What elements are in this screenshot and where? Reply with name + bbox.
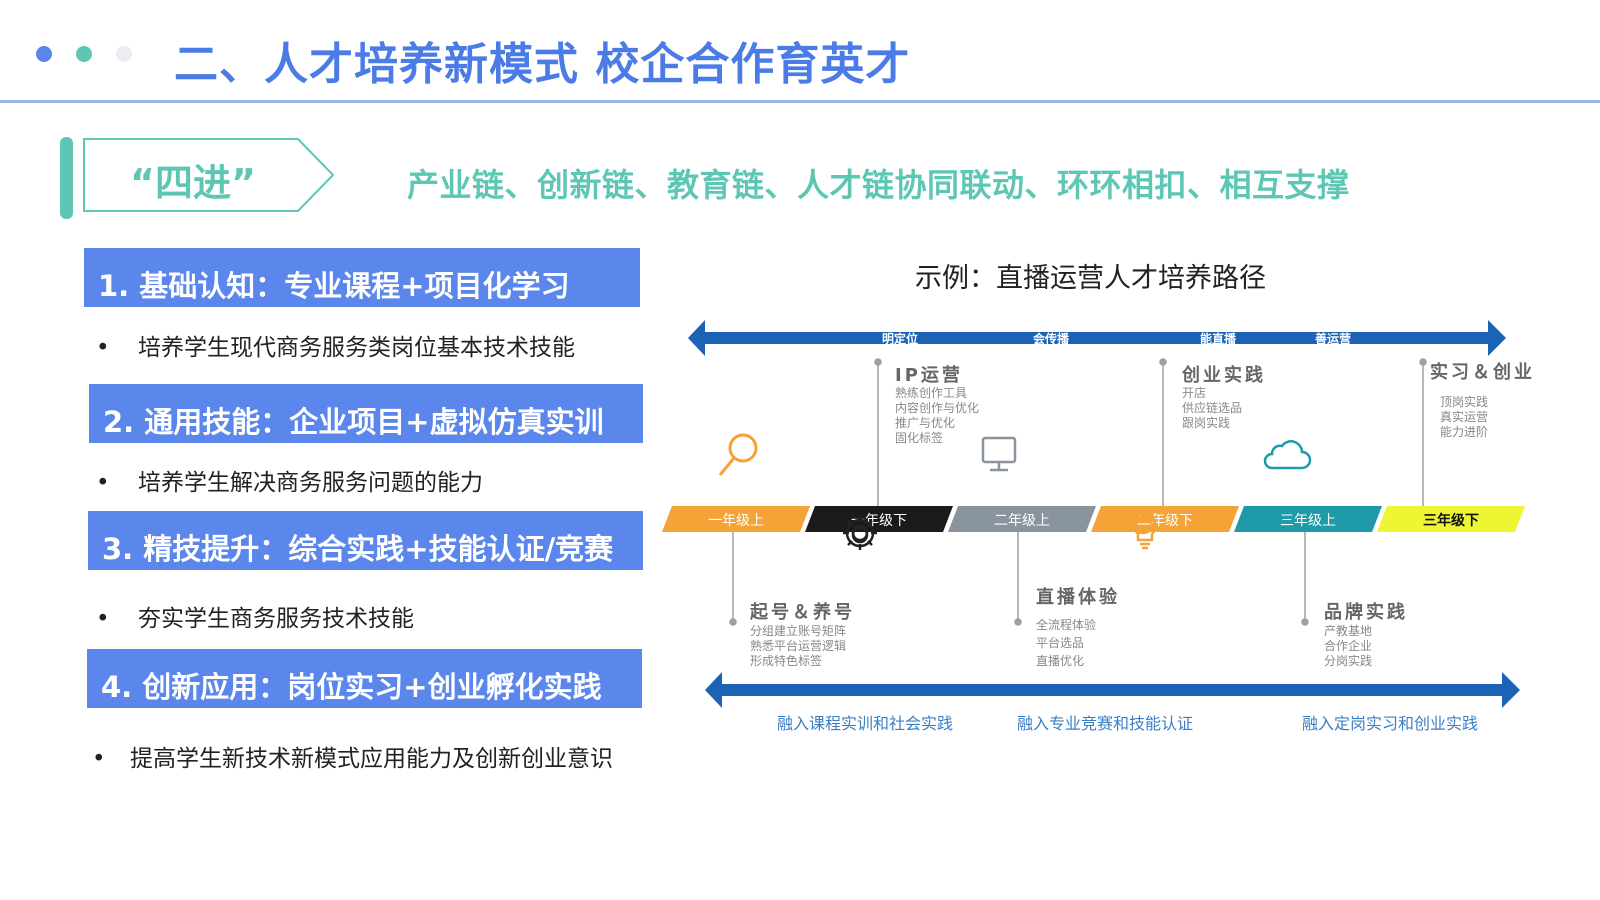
section-heading-3: 3. 精技提升：综合实践+技能认证/竞赛 — [88, 511, 643, 570]
stage-item: 能力进阶 — [1440, 425, 1489, 439]
semester-label: 三年级下 — [1423, 512, 1479, 529]
stage-title-internship: 实习＆创业 — [1430, 362, 1535, 383]
stage-items-startup: 开店 供应链选品 跟岗实践 — [1182, 386, 1242, 431]
top-double-arrow — [688, 320, 1506, 356]
top-arrow-label: 能直播 — [1200, 331, 1237, 346]
stage-items-brand: 产教基地 合作企业 分岗实践 — [1324, 624, 1372, 669]
stage-item: 供应链选品 — [1182, 401, 1243, 415]
stage-item: 产教基地 — [1324, 624, 1373, 638]
stage-item: 直播优化 — [1036, 654, 1085, 668]
cloud-icon — [1263, 440, 1312, 470]
bullet-text: 夯实学生商务服务技术技能 — [138, 606, 414, 632]
stage-items-live: 全流程体验 平台选品 直播优化 — [1036, 618, 1096, 669]
magnifier-icon — [718, 433, 758, 476]
semester-block-4 — [1091, 506, 1239, 532]
linkage-subtitle: 产业链、创新链、教育链、人才链协同联动、环环相扣、相互支撑 — [407, 166, 1350, 204]
stage-items-internship: 顶岗实践 真实运营 能力进阶 — [1440, 395, 1488, 440]
monitor-icon — [981, 436, 1017, 472]
semester-label: 二年级上 — [994, 513, 1050, 529]
stage-item: 开店 — [1182, 386, 1207, 400]
bullet-mark: • — [92, 746, 106, 772]
bottom-label-internship: 融入定岗实习和创业实践 — [1302, 714, 1479, 733]
section-bullet-4: • 提高学生新技术新模式应用能力及创新创业意识 — [92, 739, 613, 773]
stage-title-ip: IP运营 — [895, 365, 963, 386]
bullet-text: 培养学生解决商务服务问题的能力 — [138, 470, 483, 496]
stage-item: 内容创作与优化 — [895, 401, 980, 415]
stage-item: 平台选品 — [1036, 636, 1085, 650]
stage-item: 顶岗实践 — [1440, 395, 1489, 409]
stage-item: 推广与优化 — [895, 416, 956, 430]
bullet-text: 提高学生新技术新模式应用能力及创新创业意识 — [130, 746, 613, 772]
upper-connectors — [874, 358, 1427, 506]
stage-item: 全流程体验 — [1036, 618, 1097, 632]
semester-label: 三年级上 — [1280, 513, 1336, 529]
semester-block-1 — [662, 506, 810, 532]
stage-item: 固化标签 — [895, 431, 944, 445]
title-divider — [0, 100, 1600, 103]
top-arrow-label: 明定位 — [882, 331, 918, 346]
decor-dot-2 — [76, 46, 92, 62]
semester-block-3 — [948, 506, 1096, 532]
bullet-mark: • — [96, 606, 110, 632]
gear-icon — [843, 516, 877, 550]
sijin-tag-label: “四进” — [130, 161, 256, 205]
stage-item: 分岗实践 — [1324, 654, 1373, 668]
section-bullet-2: • 培养学生解决商务服务问题的能力 — [96, 463, 483, 497]
semester-block-6 — [1377, 506, 1525, 532]
top-arrow-label: 善运营 — [1315, 331, 1351, 346]
stage-item: 合作企业 — [1324, 639, 1373, 653]
semester-block-2 — [805, 506, 953, 532]
semester-label: 一年级上 — [708, 513, 764, 529]
example-title: 示例：直播运营人才培养路径 — [915, 263, 1266, 294]
stage-item: 分组建立账号矩阵 — [750, 624, 847, 638]
stage-item: 跟岗实践 — [1182, 416, 1231, 430]
tag-arrow-shape — [83, 138, 335, 212]
lower-connectors — [729, 532, 1309, 626]
stage-title-brand: 品牌实践 — [1324, 602, 1408, 623]
stage-title-startup: 创业实践 — [1182, 365, 1266, 386]
accent-bar — [60, 137, 73, 219]
section-heading-2: 2. 通用技能：企业项目+虚拟仿真实训 — [89, 384, 643, 443]
stage-title-live: 直播体验 — [1036, 587, 1120, 608]
bullet-mark: • — [96, 470, 110, 496]
section-bullet-1: • 培养学生现代商务服务类岗位基本技术技能 — [96, 328, 575, 362]
decor-dot-3 — [116, 46, 132, 62]
bullet-mark: • — [96, 335, 110, 361]
lightbulb-icon — [1133, 513, 1157, 550]
bottom-double-arrow — [705, 672, 1520, 708]
bullet-text: 培养学生现代商务服务类岗位基本技术技能 — [138, 335, 575, 361]
stage-item: 真实运营 — [1440, 410, 1489, 424]
top-arrow-label: 会传播 — [1033, 331, 1070, 346]
talent-path-diagram: 明定位 会传播 能直播 善运营 一年级上 一年级下 二年级上 二年级下 三年级上… — [662, 320, 1525, 708]
section-heading-1: 1. 基础认知：专业课程+项目化学习 — [84, 248, 640, 307]
stage-item: 熟练创作工具 — [895, 386, 968, 400]
bottom-label-courses: 融入课程实训和社会实践 — [777, 714, 954, 733]
section-heading-4: 4. 创新应用：岗位实习+创业孵化实践 — [87, 649, 642, 708]
stage-items-account: 分组建立账号矩阵 熟悉平台运营逻辑 形成特色标签 — [750, 624, 846, 669]
stage-item: 形成特色标签 — [750, 654, 823, 668]
section-bullet-3: • 夯实学生商务服务技术技能 — [96, 599, 414, 633]
stage-title-account: 起号＆养号 — [750, 602, 855, 623]
semester-label: 一年级下 — [851, 513, 907, 529]
semester-block-5 — [1234, 506, 1382, 532]
semester-band: 一年级上 一年级下 二年级上 二年级下 三年级上 三年级下 — [662, 506, 1525, 532]
stage-item: 熟悉平台运营逻辑 — [750, 639, 847, 653]
decor-dot-1 — [36, 46, 52, 62]
stage-items-ip: 熟练创作工具 内容创作与优化 推广与优化 固化标签 — [895, 386, 979, 446]
bottom-label-competitions: 融入专业竞赛和技能认证 — [1017, 714, 1194, 733]
page-title: 二、人才培养新模式 校企合作育英才 — [174, 39, 911, 90]
